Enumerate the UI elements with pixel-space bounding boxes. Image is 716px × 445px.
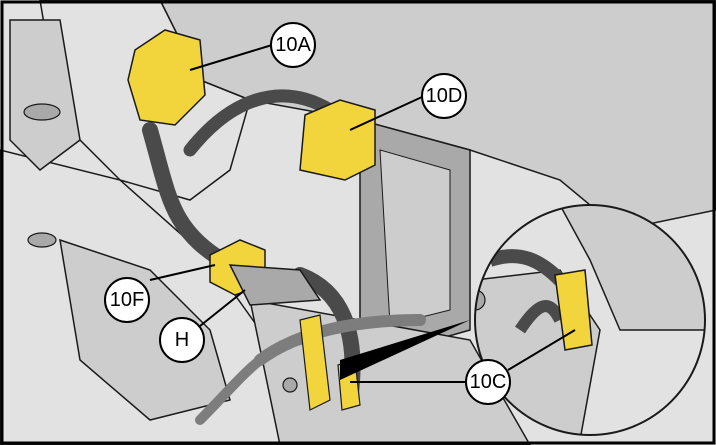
leader-h [194,289,246,331]
inset-bolt [475,289,486,311]
lower-left-recess [59,238,231,421]
inset-harness-a [487,249,565,286]
callout-h-label: H [175,329,189,351]
bolt-small [282,377,298,393]
left-mount [9,19,81,171]
connector-10d [299,99,376,181]
ecu-face [379,149,451,326]
callout-h: H [159,317,205,363]
leader-10a [189,44,273,71]
callout-10c-circle [465,359,511,405]
magnifier-pointer [340,320,470,380]
callout-10f-label: 10F [110,289,144,311]
callout-10d-circle [421,73,467,119]
inset-connector-10c [554,269,593,351]
callout-10d: 10D [421,73,467,119]
connectors [127,29,376,411]
callout-10f: 10F [104,277,150,323]
mount-bolt [23,103,61,121]
callout-10a: 10A [270,22,316,68]
connector-10c-a [299,314,331,411]
callout-h-circle [159,317,205,363]
mount-bolt-lower [27,232,57,248]
inset-harness-b [515,300,566,334]
callout-10a-label: 10A [275,34,311,56]
harness-left [142,122,238,273]
callout-10d-label: 10D [426,85,463,107]
leader-10f [149,264,216,281]
connector-10a [127,29,206,126]
leader-10c-inset [507,329,576,371]
leader-10d [349,96,423,131]
inset-ring [474,204,706,436]
harness-lower [195,335,305,425]
harness-top [183,89,337,157]
callout-10c: 10C [465,359,511,405]
callouts: 10A 10D 10F H 10C [104,22,511,405]
magnified-inset [340,204,706,436]
leader-lines [149,44,576,383]
callout-10a-circle [270,22,316,68]
callout-10c-label: 10C [470,371,507,393]
callout-10f-circle [104,277,150,323]
